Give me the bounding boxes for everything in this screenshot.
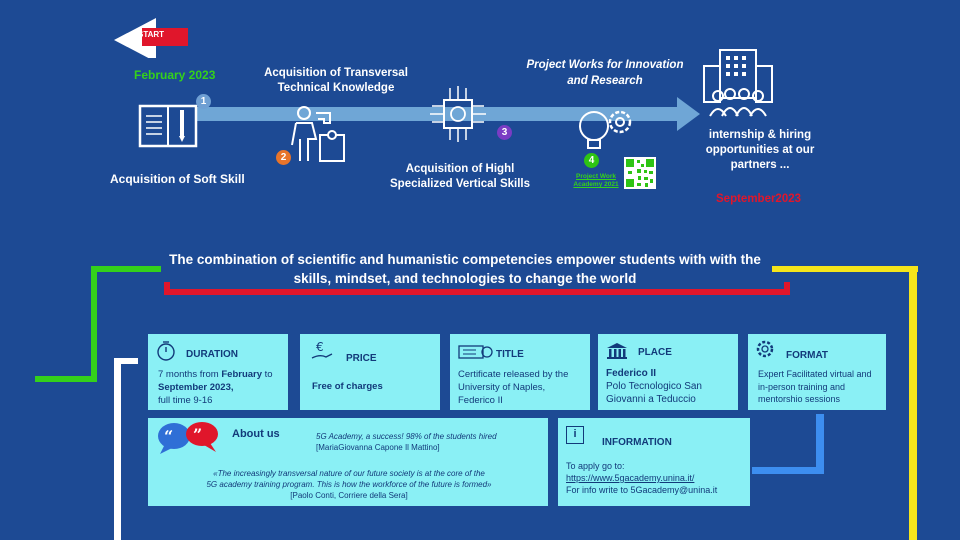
qr-code-icon[interactable] [624, 157, 656, 189]
book-icon [138, 104, 198, 148]
about-title: About us [232, 428, 280, 440]
information-card: i INFORMATION To apply go to: https://ww… [558, 418, 750, 506]
step3-label: Acquisition of Highl Specialized Vertica… [390, 163, 530, 190]
quote-bubbles-icon: “ ” [158, 422, 218, 454]
information-body: To apply go to: https://www.5gacademy.un… [566, 461, 718, 495]
price-card: € PRICE Free of charges [300, 334, 440, 410]
svg-text:“: “ [164, 427, 173, 446]
stopwatch-icon [157, 341, 175, 361]
yellow-frame-line [772, 266, 918, 272]
blue-frame-line [752, 467, 824, 474]
place-card: PLACE Federico II Polo Tecnologico San G… [598, 334, 738, 410]
puzzle-person-icon [291, 106, 345, 162]
office-building-icon [703, 49, 773, 117]
ai-chip-icon [430, 86, 486, 142]
step1-label: Acquisition of Soft Skill [110, 172, 245, 186]
price-title: PRICE [346, 353, 377, 364]
title-card-body: Certificate released by the University o… [458, 369, 569, 406]
svg-text:”: ” [193, 425, 202, 444]
apply-link[interactable]: https://www.5gacademy.unina.it/ [566, 473, 695, 483]
step-number-badge: 4 [584, 153, 599, 168]
step2-label: Acquisition of Transversal Technical Kno… [264, 67, 408, 94]
step4-label: Project Works for Innovation and Researc… [526, 59, 684, 87]
tagline: The combination of scientific and humani… [169, 252, 761, 286]
svg-text:€: € [316, 340, 324, 354]
place-body: Federico II Polo Tecnologico San Giovann… [606, 368, 702, 405]
tagline-underline [164, 282, 170, 295]
certificate-icon [458, 345, 493, 359]
price-body: Free of charges [312, 381, 383, 392]
format-card: FORMAT Expert Facilitated virtual and in… [748, 334, 886, 410]
tagline-underline [164, 289, 790, 295]
step-number-badge: 3 [497, 125, 512, 140]
green-frame-line [91, 266, 97, 382]
info-icon: i [566, 426, 584, 444]
about-card: “ ” About us 5G Academy, a success! 98% … [148, 418, 548, 506]
step-number-badge: 1 [196, 94, 211, 109]
about-quote-2: «The increasingly transversal nature of … [206, 469, 492, 500]
format-title: FORMAT [786, 350, 829, 361]
green-frame-line [91, 266, 161, 272]
lightbulb-gear-icon [579, 110, 632, 149]
end-step-label: internship & hiring opportunities at our… [705, 129, 815, 171]
duration-card: DURATION 7 months from February to Septe… [148, 334, 288, 410]
green-frame-line [35, 376, 97, 382]
start-date: February 2023 [134, 68, 216, 82]
start-label: START [138, 30, 165, 39]
white-frame-line [114, 358, 138, 364]
tagline-underline [784, 282, 790, 295]
title-card-title: TITLE [496, 349, 524, 360]
information-title: INFORMATION [602, 437, 672, 448]
place-title: PLACE [638, 347, 672, 358]
gear-icon [756, 340, 774, 358]
step-number-badge: 2 [276, 150, 291, 165]
title-card: TITLE Certificate released by the Univer… [450, 334, 590, 410]
start-arrow-icon [114, 18, 188, 58]
duration-title: DURATION [186, 349, 239, 360]
about-quote-1: 5G Academy, a success! 98% of the studen… [316, 432, 497, 452]
yellow-frame-line [909, 266, 917, 540]
duration-body: 7 months from February to September 2023… [158, 369, 273, 406]
project-work-link[interactable]: Project Work Academy 2021 [573, 173, 619, 188]
blue-frame-line [816, 414, 824, 474]
end-date: September2023 [716, 193, 802, 205]
euro-hand-icon: € [311, 340, 333, 359]
university-building-icon [607, 343, 627, 359]
white-frame-line [114, 358, 121, 540]
format-body: Expert Facilitated virtual and in-person… [758, 369, 872, 404]
